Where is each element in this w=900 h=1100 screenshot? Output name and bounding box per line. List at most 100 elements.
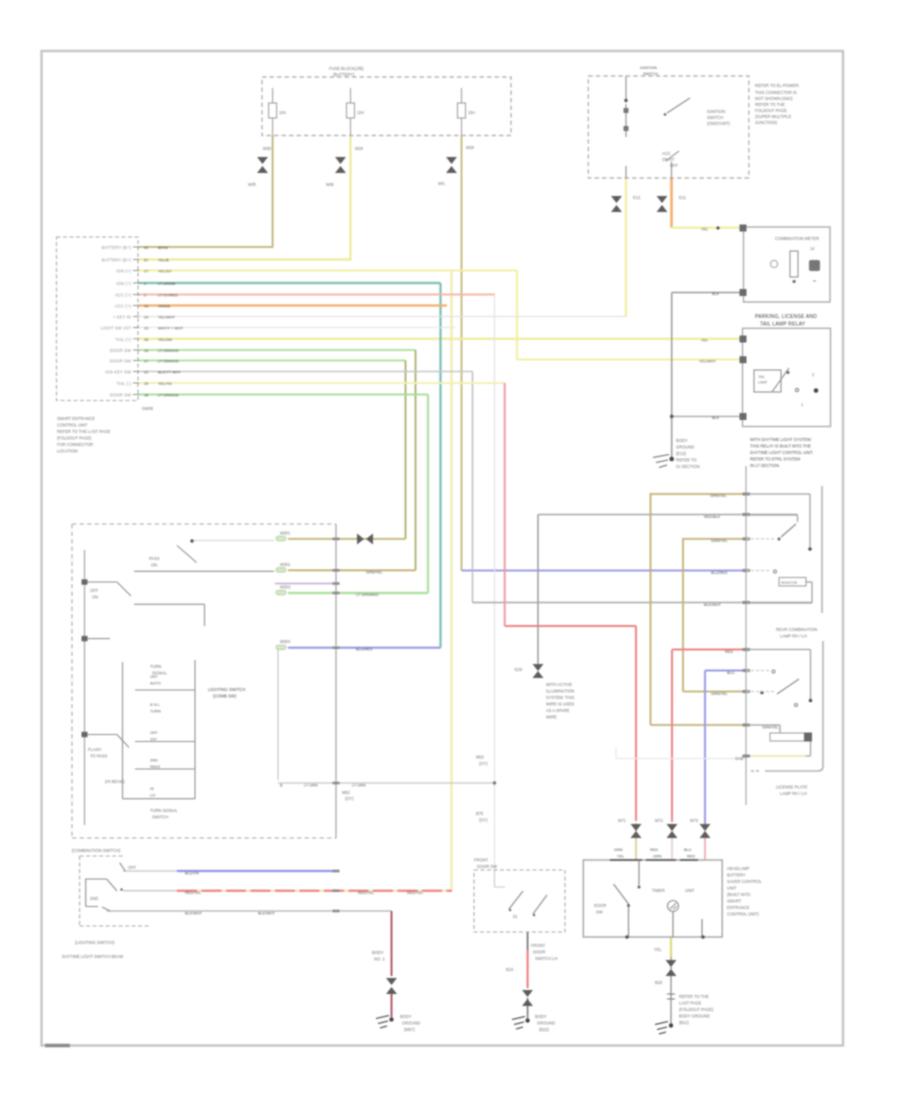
svg-text:YEL: YEL <box>701 339 708 343</box>
svg-text:LOCATION: LOCATION <box>57 449 78 454</box>
svg-text:LAMP: LAMP <box>758 381 768 385</box>
svg-text:DOOR SW: DOOR SW <box>110 359 131 364</box>
svg-text:AS A SPARE: AS A SPARE <box>546 708 570 713</box>
svg-text:LICENSE PLATE: LICENSE PLATE <box>776 785 808 790</box>
svg-text:10A: 10A <box>357 110 365 115</box>
svg-text:ACC (+): ACC (+) <box>115 304 131 309</box>
svg-text:REFER TO THE: REFER TO THE <box>755 102 785 107</box>
svg-text:FRONT: FRONT <box>531 943 546 948</box>
svg-text:DOOR: DOOR <box>533 950 545 955</box>
svg-text:28: 28 <box>144 338 148 342</box>
svg-text:ILLUMINATION: ILLUMINATION <box>546 689 574 694</box>
svg-text:1ST: 1ST <box>150 737 158 742</box>
svg-text:SWITCH: SWITCH <box>152 815 168 820</box>
svg-text:FOLDOUT PAGE.: FOLDOUT PAGE. <box>755 108 788 113</box>
svg-text:RED/YEL: RED/YEL <box>185 891 201 895</box>
svg-text:W/B: W/B <box>326 182 334 187</box>
svg-text:BODY: BODY <box>372 950 384 955</box>
svg-text:NO. 2: NO. 2 <box>374 957 385 962</box>
svg-text:ORN/B: ORN/B <box>158 305 170 309</box>
svg-text:23: 23 <box>144 327 148 331</box>
svg-text:PASS: PASS <box>150 764 160 769</box>
svg-text:(ON/START): (ON/START) <box>707 121 731 126</box>
svg-text:REFER TO DTRL SYSTEM: REFER TO DTRL SYSTEM <box>750 457 801 462</box>
svg-text:B: B <box>280 784 283 788</box>
svg-text:LO: LO <box>150 793 155 798</box>
svg-text:IGNITION: IGNITION <box>640 66 657 70</box>
svg-text:UNIT: UNIT <box>685 888 695 893</box>
svg-text:WIRE IS USED: WIRE IS USED <box>546 702 574 707</box>
svg-text:GROUND: GROUND <box>402 1021 420 1026</box>
svg-text:BLU/RED: BLU/RED <box>356 648 373 652</box>
svg-text:JUNCTION): JUNCTION) <box>755 120 778 125</box>
svg-text:BLU: BLU <box>727 671 735 675</box>
svg-text:SWITCH: SWITCH <box>707 115 723 120</box>
svg-text:BLK/WHT: BLK/WHT <box>704 603 722 607</box>
svg-text:BLK: BLK <box>712 416 720 420</box>
svg-text:42: 42 <box>144 246 148 250</box>
svg-text:TAIL (-): TAIL (-) <box>116 381 131 386</box>
svg-text:E11: E11 <box>679 195 687 200</box>
svg-text:SAB: SAB <box>735 756 743 761</box>
svg-text:BATTERY (B+): BATTERY (B+) <box>102 258 132 263</box>
svg-text:SYSTEM: THIS: SYSTEM: THIS <box>546 695 575 700</box>
svg-text:WITH ACTIVE: WITH ACTIVE <box>546 682 572 687</box>
svg-text:GROUND: GROUND <box>537 1021 555 1026</box>
svg-text:RED: RED <box>725 650 733 654</box>
svg-text:DOOR: DOOR <box>594 903 606 908</box>
svg-text:W/L: W/L <box>438 181 446 186</box>
svg-text:LT GY/RED: LT GY/RED <box>158 294 178 298</box>
svg-text:GROUND: GROUND <box>676 445 694 450</box>
svg-text:COMBINATION METER: COMBINATION METER <box>775 236 819 241</box>
svg-text:M52: M52 <box>476 755 485 760</box>
svg-text:GRN/YEL: GRN/YEL <box>762 726 779 730</box>
svg-text:CONTROL UNIT): CONTROL UNIT) <box>727 912 760 917</box>
svg-text:GRN/YEL: GRN/YEL <box>710 494 727 498</box>
svg-text:WHT/Y + WHT: WHT/Y + WHT <box>158 327 184 331</box>
svg-text:TURN: TURN <box>150 664 161 669</box>
svg-text:TAIL (+): TAIL (+) <box>115 337 131 342</box>
svg-text:TIMER: TIMER <box>652 888 665 893</box>
svg-text:THIS RELAY IS BUILT INTO THE: THIS RELAY IS BUILT INTO THE <box>750 444 811 449</box>
svg-text:WITH DAYTIME LIGHT SYSTEM:: WITH DAYTIME LIGHT SYSTEM: <box>750 437 812 442</box>
svg-text:LT GRN/GN: LT GRN/GN <box>158 394 179 398</box>
svg-text:27: 27 <box>144 270 148 274</box>
svg-text:22: 22 <box>144 371 148 375</box>
svg-text:IGN (+): IGN (+) <box>116 281 131 286</box>
svg-text:(SUPER MULTIPLE: (SUPER MULTIPLE <box>755 114 792 119</box>
svg-text:2: 2 <box>812 372 815 377</box>
svg-text:REFER TO: REFER TO <box>676 458 697 463</box>
svg-text:LT GRN: LT GRN <box>304 784 318 788</box>
svg-text:43: 43 <box>144 305 148 309</box>
svg-text:RED/YEL: RED/YEL <box>358 891 374 895</box>
svg-text:LAMP RH / LH: LAMP RH / LH <box>780 791 807 796</box>
svg-text:OFF: OFF <box>150 730 158 735</box>
svg-text:LT GRN: LT GRN <box>352 784 366 788</box>
svg-text:M29: M29 <box>355 146 364 151</box>
svg-text:SAVER CONTROL: SAVER CONTROL <box>727 879 762 884</box>
svg-text:M71: M71 <box>618 818 627 823</box>
svg-text:REFER TO EL-POWER.: REFER TO EL-POWER. <box>755 83 800 88</box>
svg-text:UNIT: UNIT <box>727 886 737 891</box>
svg-text:BLK/YT WHT: BLK/YT WHT <box>158 371 181 375</box>
svg-text:29: 29 <box>144 382 148 386</box>
svg-text:1: 1 <box>801 402 804 407</box>
svg-text:GRN: GRN <box>614 848 623 852</box>
svg-text:(HI BEAM): (HI BEAM) <box>105 779 125 784</box>
svg-text:AUTO: AUTO <box>150 681 161 686</box>
svg-text:YEL/GN: YEL/GN <box>158 338 172 342</box>
svg-text:SMART ENTRANCE: SMART ENTRANCE <box>57 416 95 421</box>
svg-text:IGN (+): IGN (+) <box>116 269 131 274</box>
svg-text:YEL/GY: YEL/GY <box>158 270 172 274</box>
svg-text:CONTROL UNIT: CONTROL UNIT <box>57 423 88 428</box>
svg-text:16: 16 <box>144 349 148 353</box>
svg-text:THIS CONNECTOR IS: THIS CONNECTOR IS <box>755 90 797 95</box>
svg-text:LAST PAGE: LAST PAGE <box>679 1001 702 1006</box>
svg-text:+ KEY IN: + KEY IN <box>113 315 131 320</box>
svg-text:(COMBINATION SWITCH): (COMBINATION SWITCH) <box>72 848 121 853</box>
svg-text:REAR COMBINATION: REAR COMBINATION <box>776 627 817 632</box>
svg-text:BATTERY (B+): BATTERY (B+) <box>102 245 132 250</box>
svg-text:REFER TO THE: REFER TO THE <box>679 994 709 999</box>
svg-text:M30: M30 <box>263 146 272 151</box>
svg-text:ON: ON <box>92 595 98 600</box>
